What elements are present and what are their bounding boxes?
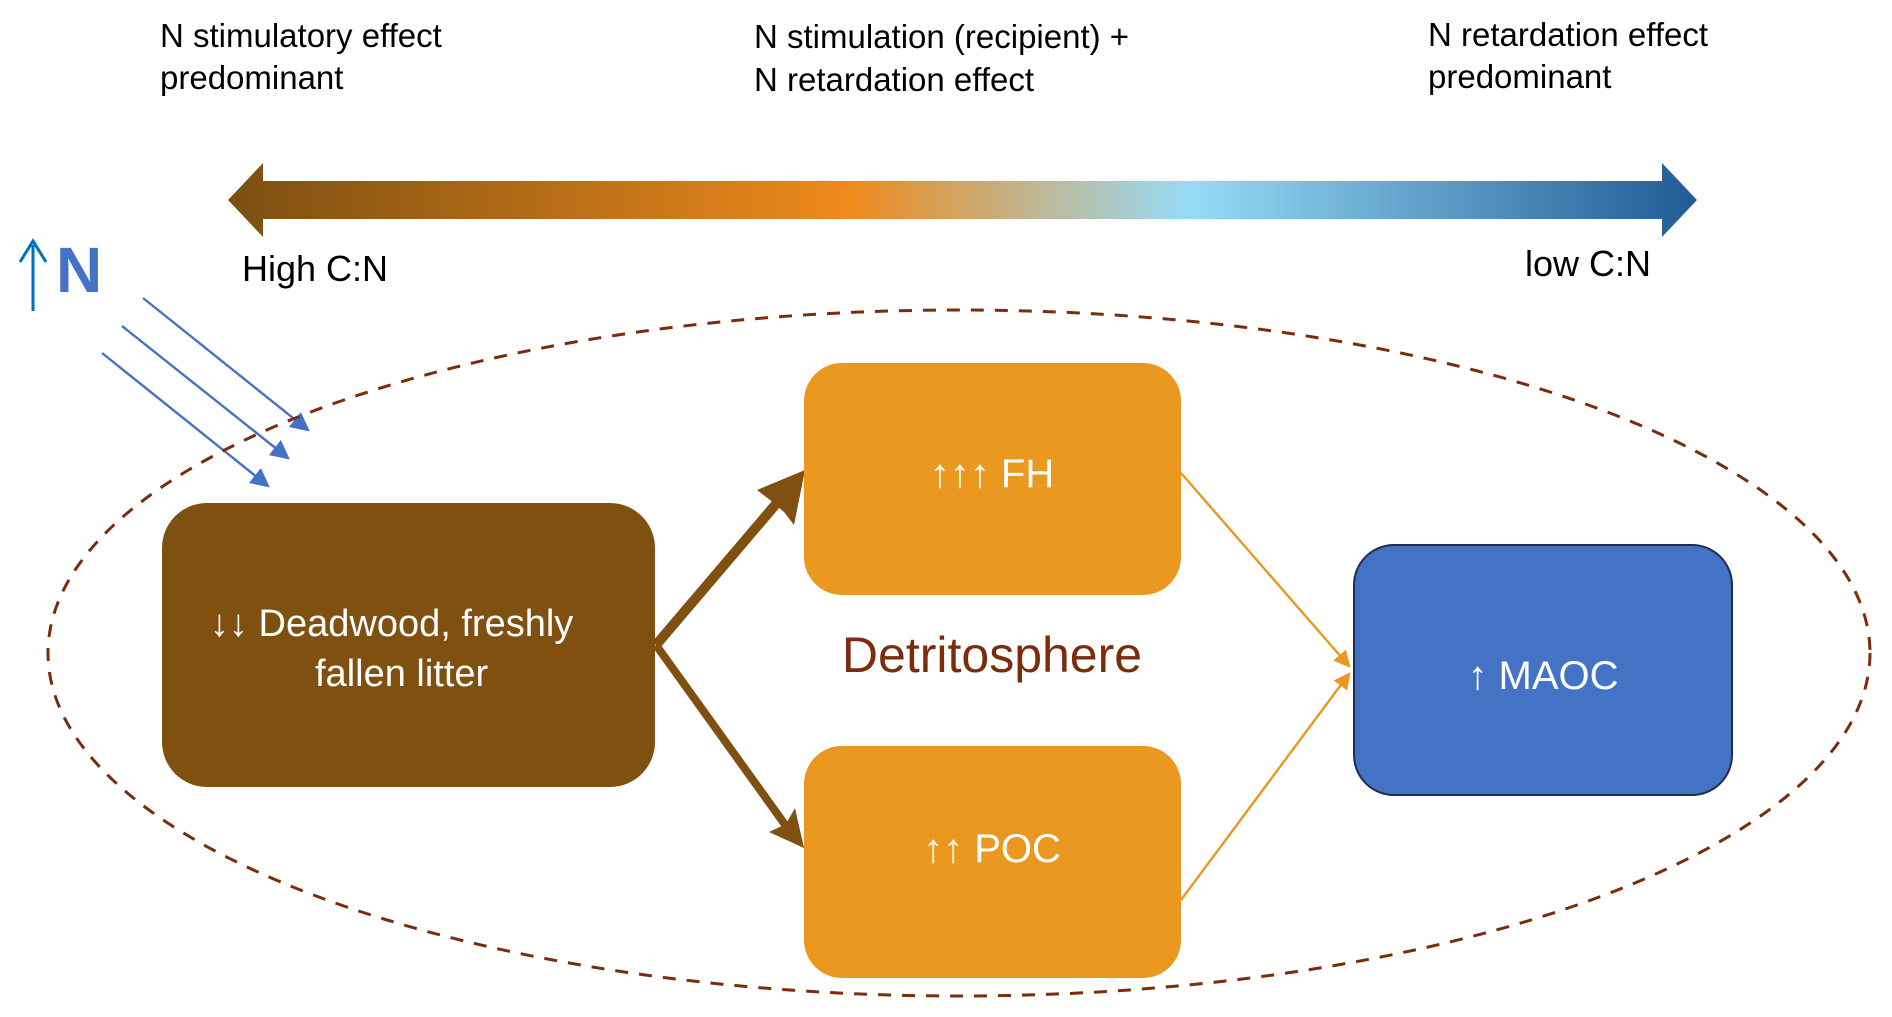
detritosphere-label: Detritosphere xyxy=(842,627,1142,683)
n-deposition-arrow-3 xyxy=(101,352,270,488)
top-label-middle-line2: N retardation effect xyxy=(754,61,1034,98)
top-label-right-line2: predominant xyxy=(1428,58,1611,95)
n-deposition-arrow-2 xyxy=(121,325,290,460)
top-label-left-line2: predominant xyxy=(160,59,343,96)
flow-arrow-poc-to-maoc xyxy=(1180,672,1351,901)
detritosphere-boundary xyxy=(46,308,1872,998)
high-cn-label: High C:N xyxy=(242,248,388,289)
flow-arrow-fh-to-maoc xyxy=(1180,472,1351,668)
low-cn-label: low C:N xyxy=(1525,243,1651,284)
maoc-box: ↑ MAOC xyxy=(1353,544,1733,796)
flow-arrow-to-fh xyxy=(652,470,805,649)
fh-label: ↑↑↑ FH xyxy=(930,452,1054,496)
top-label-left: N stimulatory effect predominant xyxy=(160,17,442,96)
top-label-middle: N stimulation (recipient) + N retardatio… xyxy=(754,18,1129,98)
deadwood-label-line2: fallen litter xyxy=(315,653,489,695)
fh-box: ↑↑↑ FH xyxy=(804,363,1181,595)
top-label-right: N retardation effect predominant xyxy=(1428,16,1708,95)
nitrogen-input: N xyxy=(18,234,310,488)
maoc-label: ↑ MAOC xyxy=(1467,654,1618,698)
flow-arrow-to-poc xyxy=(652,642,804,848)
poc-label: ↑↑ POC xyxy=(923,827,1061,871)
poc-box: ↑↑ POC xyxy=(804,746,1181,978)
cn-gradient-arrow xyxy=(228,163,1697,237)
top-label-left-line1: N stimulatory effect xyxy=(160,17,442,54)
top-label-right-line1: N retardation effect xyxy=(1428,16,1708,53)
n-deposition-arrow-1 xyxy=(142,297,310,432)
top-label-middle-line1: N stimulation (recipient) + xyxy=(754,18,1129,55)
deadwood-box: ↓↓ Deadwood, freshly fallen litter xyxy=(162,503,655,787)
deadwood-label-line1: ↓↓ Deadwood, freshly xyxy=(210,603,573,645)
nitrogen-label: N xyxy=(56,234,102,306)
up-arrow-icon xyxy=(18,238,48,311)
